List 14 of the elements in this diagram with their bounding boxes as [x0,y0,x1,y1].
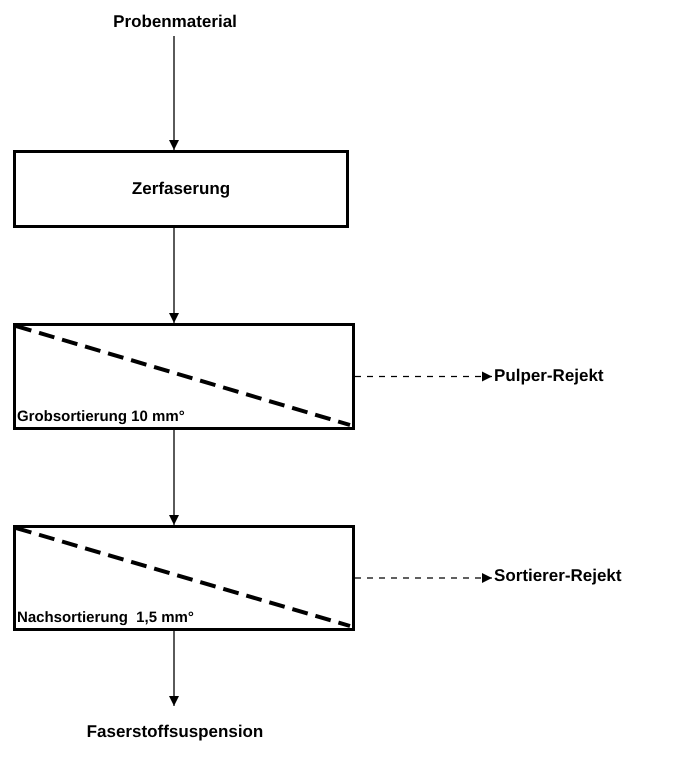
arrow [169,36,179,150]
node-label: Pulper-Rejekt [494,366,604,386]
arrow [169,228,179,323]
box-label: Nachsortierung 1,5 mm° [17,609,194,626]
arrow [355,372,492,382]
box-label: Grobsortierung 10 mm° [17,408,185,425]
arrow [355,573,492,583]
arrow [169,631,179,706]
node-label: Faserstoffsuspension [86,722,264,742]
process-box [13,150,349,228]
box-label: Zerfaserung [132,179,230,199]
arrow [169,430,179,525]
node-label: Sortierer-Rejekt [494,566,622,586]
node-label: Probenmaterial [113,12,237,32]
